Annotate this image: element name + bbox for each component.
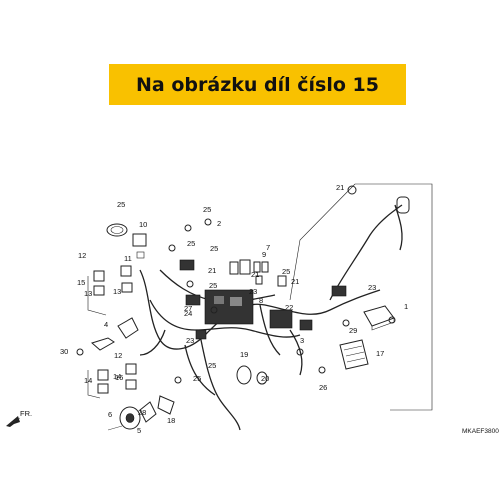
part-28-bolt xyxy=(76,348,84,356)
part-label-3: 3 xyxy=(300,336,304,345)
part-label-25: 25 xyxy=(187,239,195,248)
part-30-bolt xyxy=(107,425,123,431)
main-harness xyxy=(139,204,403,431)
part-label-23: 23 xyxy=(368,283,376,292)
part-19-clip xyxy=(347,185,357,195)
part-16-bracket xyxy=(157,395,175,415)
part-label-17: 17 xyxy=(376,349,384,358)
part-label-12: 12 xyxy=(114,351,122,360)
part-label-14: 14 xyxy=(84,376,92,385)
part-15-ecu xyxy=(339,339,369,370)
part-label-12: 12 xyxy=(78,251,86,260)
part-label-1: 1 xyxy=(404,302,408,311)
part-label-15: 15 xyxy=(77,278,85,287)
part-label-8: 8 xyxy=(259,296,263,305)
part-label-11: 11 xyxy=(124,254,132,263)
group-outline-right-diag xyxy=(289,183,356,301)
part-label-21: 21 xyxy=(336,183,344,192)
part-26-horn xyxy=(119,401,157,430)
part-label-20: 20 xyxy=(261,374,269,383)
part-label-27: 27 xyxy=(184,304,192,313)
harness-connector-cluster xyxy=(269,309,293,329)
part-17-loop xyxy=(236,365,252,385)
part-label-21: 21 xyxy=(208,266,216,275)
part-label-18: 18 xyxy=(167,416,175,425)
group-outline-right xyxy=(355,183,433,411)
part-label-9: 9 xyxy=(262,250,266,259)
part-label-30: 30 xyxy=(60,347,68,356)
part-label-28: 28 xyxy=(138,408,146,417)
part-label-24: 24 xyxy=(184,309,192,318)
part-label-25: 25 xyxy=(203,205,211,214)
front-direction-arrow xyxy=(6,416,21,427)
direction-label: FR. xyxy=(20,409,32,418)
part-label-10: 10 xyxy=(139,220,147,229)
part-label-7: 7 xyxy=(266,243,270,252)
part-label-13: 13 xyxy=(84,289,92,298)
banner-text: Na obrázku díl číslo 15 xyxy=(136,73,379,96)
part-10-relay xyxy=(132,233,147,259)
part-label-25: 25 xyxy=(117,200,125,209)
part-label-16: 16 xyxy=(115,373,123,382)
part-24-coil xyxy=(106,223,128,237)
part-label-29: 29 xyxy=(349,326,357,335)
part-18-ring xyxy=(256,371,268,385)
part-14-13-connectors-upper xyxy=(93,265,133,296)
part-label-22: 22 xyxy=(285,303,293,312)
part-label-25: 25 xyxy=(193,374,201,383)
part-label-4: 4 xyxy=(104,320,108,329)
part-29-bolt xyxy=(388,316,396,324)
part-label-26: 26 xyxy=(319,383,327,392)
part-label-5: 5 xyxy=(137,426,141,435)
part-label-14: 14 xyxy=(113,372,121,381)
part-4-bracket xyxy=(90,337,115,351)
upper-right-plug xyxy=(396,196,410,214)
part-label-6: 6 xyxy=(108,410,112,419)
part-label-23: 23 xyxy=(249,287,257,296)
part-label-21: 21 xyxy=(251,270,259,279)
diagram-code: MKAEF3800 xyxy=(462,428,499,435)
part-number-banner: Na obrázku díl číslo 15 xyxy=(109,64,406,105)
part-label-25: 25 xyxy=(282,267,290,276)
part-label-21: 21 xyxy=(291,277,299,286)
part-23-connector xyxy=(331,285,347,297)
group-bracket-left-upper xyxy=(87,276,107,316)
part-label-13: 13 xyxy=(113,287,121,296)
part-label-25: 25 xyxy=(209,281,217,290)
part-label-19: 19 xyxy=(240,350,248,359)
part-label-2: 2 xyxy=(217,219,221,228)
part-27-bolt xyxy=(342,319,350,327)
part-label-25: 25 xyxy=(210,244,218,253)
group-bracket-left-lower xyxy=(87,370,101,399)
part-14-13-connectors-lower xyxy=(97,363,137,394)
part-20-clamp xyxy=(277,275,287,287)
part-label-25: 25 xyxy=(208,361,216,370)
part-label-23: 23 xyxy=(186,336,194,345)
part-7-connector xyxy=(253,261,261,273)
part-3-holder xyxy=(117,317,139,339)
